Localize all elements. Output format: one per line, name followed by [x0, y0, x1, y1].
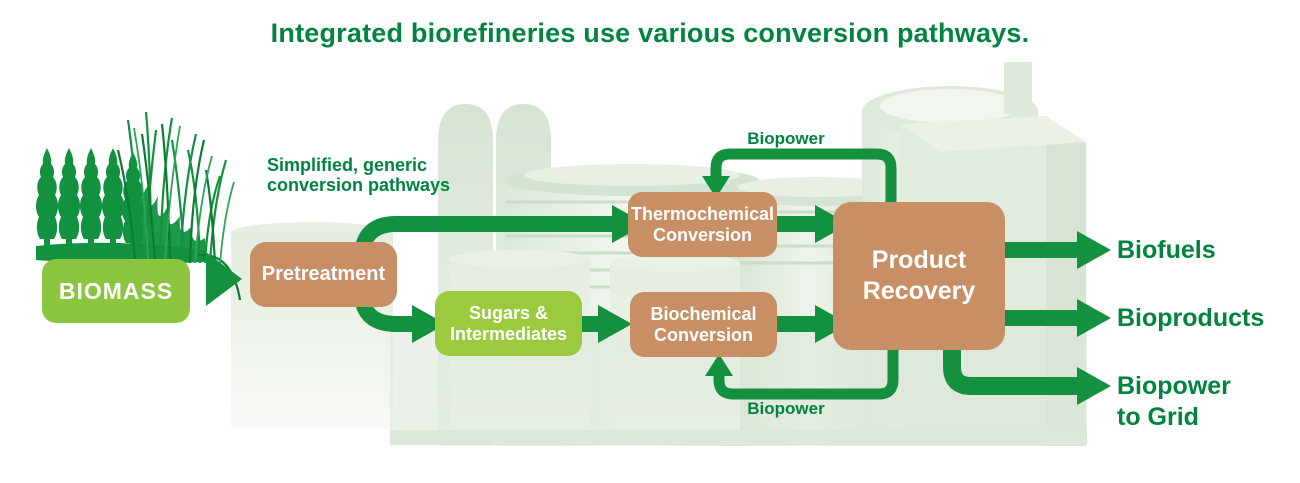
node-product-recovery: Product Recovery	[833, 202, 1005, 350]
flow-biochemical-to-recovery	[777, 305, 849, 343]
node-sugars-line-1: Sugars &	[468, 302, 549, 323]
node-biochemical-line-2: Conversion	[653, 324, 754, 345]
biopower-bottom-label: Biopower	[747, 399, 825, 418]
output-biofuels-label: Biofuels	[1117, 236, 1216, 264]
node-recovery-line-2: Recovery	[862, 277, 976, 305]
node-pretreatment-label: Pretreatment	[261, 263, 386, 285]
output-biopower-line-1: Biopower	[1117, 372, 1231, 400]
flow-thermochemical-to-recovery	[777, 205, 849, 243]
node-thermochemical-conversion: Thermochemical Conversion	[628, 192, 777, 257]
biopower-top-label: Biopower	[747, 129, 825, 148]
node-recovery-line-1: Product	[871, 246, 967, 274]
diagram-title: Integrated biorefineries use various con…	[270, 18, 1030, 48]
node-biomass: BIOMASS	[42, 259, 190, 323]
flow-recovery-to-biopower-grid	[943, 348, 1111, 405]
flow-sugars-to-biochemical	[582, 305, 632, 343]
node-biochemical-conversion: Biochemical Conversion	[630, 292, 777, 357]
flow-recovery-to-bioproducts	[1005, 299, 1111, 337]
annotation-line-2: conversion pathways	[267, 175, 451, 195]
node-pretreatment: Pretreatment	[250, 242, 397, 307]
node-thermochemical-line-1: Thermochemical	[630, 203, 775, 224]
node-biochemical-line-1: Biochemical	[650, 303, 757, 324]
node-sugars-intermediates: Sugars & Intermediates	[435, 291, 582, 356]
biomass-illustration	[36, 111, 242, 306]
node-biomass-label: BIOMASS	[58, 277, 174, 304]
pathways-annotation: Simplified, generic conversion pathways	[267, 155, 450, 195]
annotation-line-1: Simplified, generic	[267, 155, 428, 175]
output-biopower-line-2: to Grid	[1117, 403, 1199, 431]
output-biopower-to-grid-label: Biopower to Grid	[1117, 371, 1231, 433]
output-bioproducts-label: Bioproducts	[1117, 304, 1265, 332]
flow-recovery-to-biofuels	[1005, 231, 1111, 269]
node-thermochemical-line-2: Conversion	[652, 224, 753, 245]
biomass-arrow	[206, 252, 242, 306]
biopower-loop-top	[702, 148, 897, 204]
facility-base-edge	[390, 430, 1087, 445]
node-sugars-line-2: Intermediates	[449, 323, 568, 344]
biopower-loop-bottom	[705, 348, 899, 400]
grass-icon	[116, 111, 242, 301]
